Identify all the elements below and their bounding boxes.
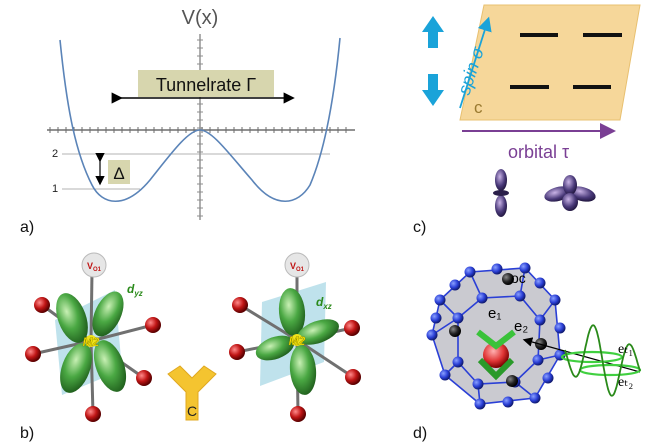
orbital-label: orbital τ bbox=[508, 142, 569, 162]
oxygen-atom bbox=[136, 370, 152, 386]
orbital-lobe bbox=[56, 293, 88, 343]
vacancy-main-right: V bbox=[290, 261, 296, 271]
panel-c-letter: c) bbox=[413, 219, 426, 236]
m2-atom bbox=[85, 335, 97, 347]
vacancy-icon-left bbox=[81, 252, 107, 278]
spin-axis-arrow bbox=[459, 16, 492, 109]
potential-curve bbox=[59, 37, 341, 203]
vacancy-icon-right bbox=[284, 252, 310, 278]
oxygen-atom bbox=[232, 297, 248, 313]
svg-text:dxz: dxz bbox=[316, 295, 332, 311]
label-e2: e₂ bbox=[514, 318, 528, 335]
orbital-lobe bbox=[289, 345, 317, 395]
cage-atom bbox=[491, 263, 503, 275]
cage-atom bbox=[464, 266, 476, 278]
cage-atom bbox=[474, 398, 486, 410]
e2-green-arrow bbox=[477, 357, 515, 381]
tunnelrate-label: Tunnelrate Γ bbox=[156, 75, 256, 95]
svg-text:VO1: VO1 bbox=[290, 261, 305, 273]
m2-atom bbox=[291, 334, 303, 346]
orbital-lobe bbox=[92, 291, 124, 337]
label-et1: eₜ₁ bbox=[618, 342, 633, 357]
cage-atom bbox=[534, 314, 546, 326]
orbital-lobe bbox=[60, 343, 92, 393]
oxygen-atom bbox=[34, 297, 50, 313]
svg-text:VO1: VO1 bbox=[87, 261, 102, 273]
delta-box bbox=[108, 160, 130, 184]
cage-atom bbox=[439, 369, 451, 381]
spin-down-icon bbox=[422, 74, 444, 106]
oxygen-atom bbox=[345, 369, 361, 385]
axis-label-vx: V(x) bbox=[182, 7, 219, 29]
cage-atom bbox=[542, 372, 554, 384]
cage-atom bbox=[549, 294, 561, 306]
orbital-dxz-sub: xz bbox=[322, 302, 331, 311]
corner-c-label: c bbox=[474, 98, 483, 117]
oxygen-atom bbox=[344, 320, 360, 336]
orbital-dyz-main: d bbox=[127, 282, 135, 296]
panel-d: oc e₁ e₂ eₜ₁ eₜ₂ d) bbox=[413, 262, 642, 442]
cage-atom bbox=[430, 312, 442, 324]
cage-atom bbox=[534, 277, 546, 289]
oc-atom bbox=[502, 273, 514, 285]
orbital-dxy-icon bbox=[544, 175, 596, 211]
c-symmetry-icon: C bbox=[167, 365, 217, 421]
oxygen-atom bbox=[85, 406, 101, 422]
cage-atom bbox=[529, 392, 541, 404]
orbital-lobe bbox=[278, 288, 306, 336]
right-m2-motif: M2 VO1 dxz bbox=[229, 252, 361, 422]
panel-b-letter: b) bbox=[20, 425, 34, 442]
orbital-lobe bbox=[93, 340, 127, 392]
cage-atom bbox=[426, 329, 438, 341]
cage-atoms bbox=[426, 262, 566, 410]
panel-b: M2 VO1 dyz bbox=[20, 252, 361, 442]
center-atom bbox=[483, 342, 509, 368]
orbital-dxz-main: d bbox=[316, 295, 324, 309]
orbital-lobe bbox=[296, 319, 340, 345]
em-wave bbox=[564, 324, 641, 397]
oxygen-atom bbox=[229, 344, 245, 360]
cage-atom bbox=[532, 354, 544, 366]
panel-c: c spin σ orbital τ c) bbox=[413, 4, 641, 236]
vacancy-main-left: V bbox=[87, 261, 93, 271]
cage-atom bbox=[452, 312, 464, 324]
center-c-label: C bbox=[187, 403, 197, 419]
spin-up-icon bbox=[422, 16, 444, 48]
m2-label-left: M2 bbox=[83, 335, 100, 349]
black-atom bbox=[449, 325, 461, 337]
vacancy-sub-right: O1 bbox=[296, 267, 305, 273]
cage-atom bbox=[554, 322, 566, 334]
cage-atom bbox=[476, 292, 488, 304]
wave-ring bbox=[560, 350, 624, 364]
m2-label-right: M2 bbox=[289, 334, 306, 348]
cage-atom bbox=[434, 294, 446, 306]
oxygen-atom bbox=[145, 317, 161, 333]
vacancy-sub-left: O1 bbox=[93, 267, 102, 273]
svg-text:dyz: dyz bbox=[127, 282, 143, 298]
label-et2: eₜ₂ bbox=[618, 375, 633, 390]
cage-atom bbox=[449, 279, 461, 291]
cage-atom bbox=[452, 356, 464, 368]
oxygen-atom bbox=[25, 346, 41, 362]
label-e1: e₁ bbox=[488, 305, 501, 322]
cage-atom bbox=[472, 378, 484, 390]
orbital-dz2-icon bbox=[493, 169, 509, 217]
left-m2-motif: M2 VO1 dyz bbox=[25, 252, 161, 422]
e1-green-arrow bbox=[476, 329, 516, 350]
cage-atom bbox=[502, 396, 514, 408]
oxygen-atom bbox=[290, 406, 306, 422]
panel-d-letter: d) bbox=[413, 425, 427, 442]
panel-a: 2 1 V(x) Tunnelrate Γ Δ a) bbox=[20, 7, 355, 236]
level-2-label: 2 bbox=[52, 148, 58, 160]
cage-atom bbox=[519, 262, 531, 274]
label-oc: oc bbox=[511, 270, 526, 286]
level-1-label: 1 bbox=[52, 183, 58, 195]
cage-atom bbox=[514, 290, 526, 302]
delta-label: Δ bbox=[113, 164, 124, 183]
orbital-dyz-sub: yz bbox=[133, 289, 142, 298]
panel-a-letter: a) bbox=[20, 219, 34, 236]
orbital-lobe bbox=[255, 335, 295, 361]
black-atom bbox=[506, 375, 518, 387]
